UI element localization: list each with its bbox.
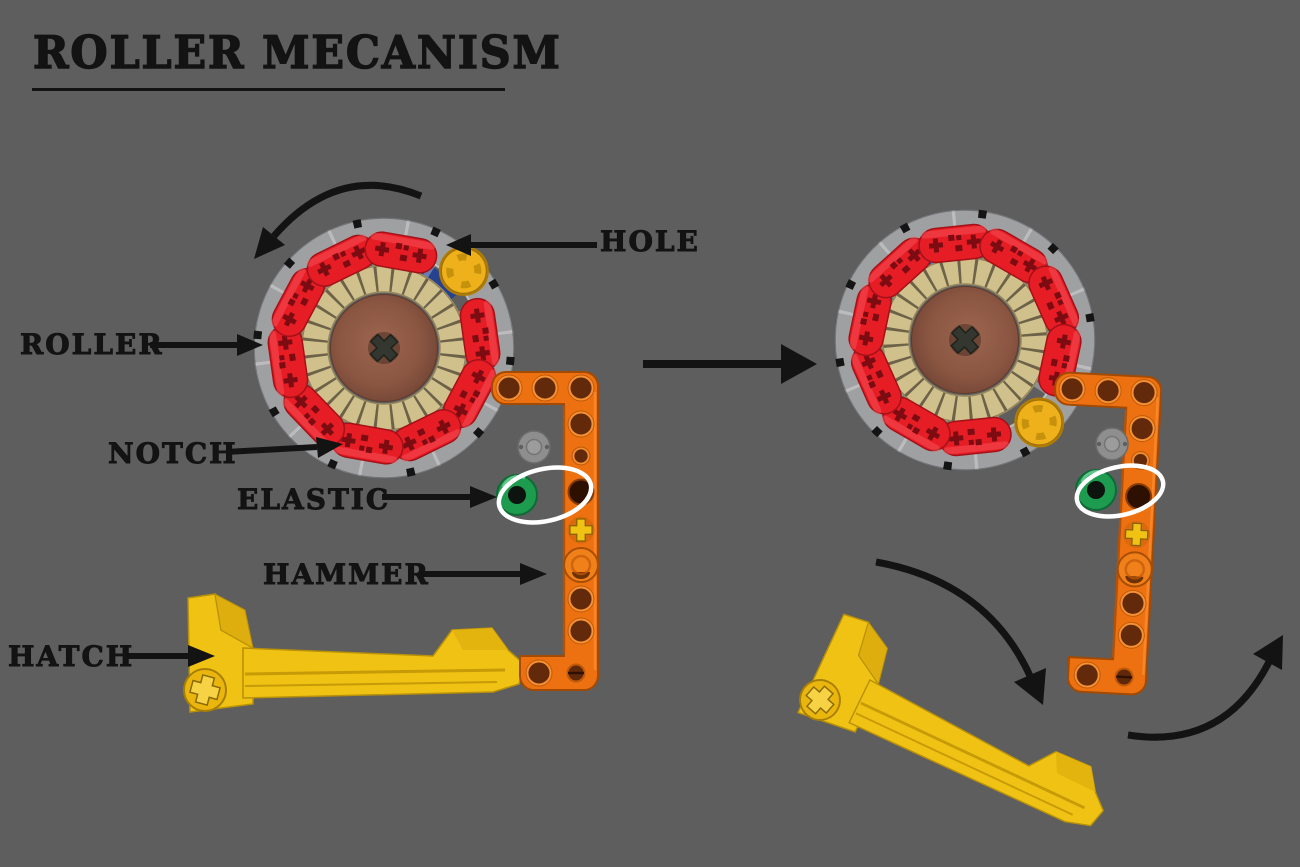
panel-before [171,135,598,714]
hatch-fall-arrow [875,558,1046,705]
label-notch: NOTCH [108,437,238,471]
hatch-closed [182,592,526,714]
label-elastic: ELASTIC [237,483,391,517]
roller-label-arrow [150,334,263,356]
arrows [126,181,1283,741]
page-title: ROLLER MECANISM [32,25,562,80]
hammer-swing-arrow [1127,635,1283,741]
title-underline [32,88,505,91]
label-hammer: HAMMER [263,558,430,592]
elastic-highlight-ellipse [1074,463,1166,519]
notch-label-arrow [225,437,343,458]
label-hatch: HATCH [8,640,135,674]
label-hole: HOLE [600,225,700,259]
hammer-label-arrow [420,563,547,585]
rotation-arrow-ccw [254,181,423,259]
hatch-label-arrow [126,645,215,667]
elastic-highlight-ellipse [496,465,594,525]
elastic-label-arrow [382,486,497,508]
hole-label-arrow [446,234,597,256]
hammer-beam-before [492,372,598,690]
label-roller: ROLLER [20,328,164,362]
transition-arrow [643,344,817,384]
hatch-open [791,607,1134,854]
panel-after [752,127,1177,854]
